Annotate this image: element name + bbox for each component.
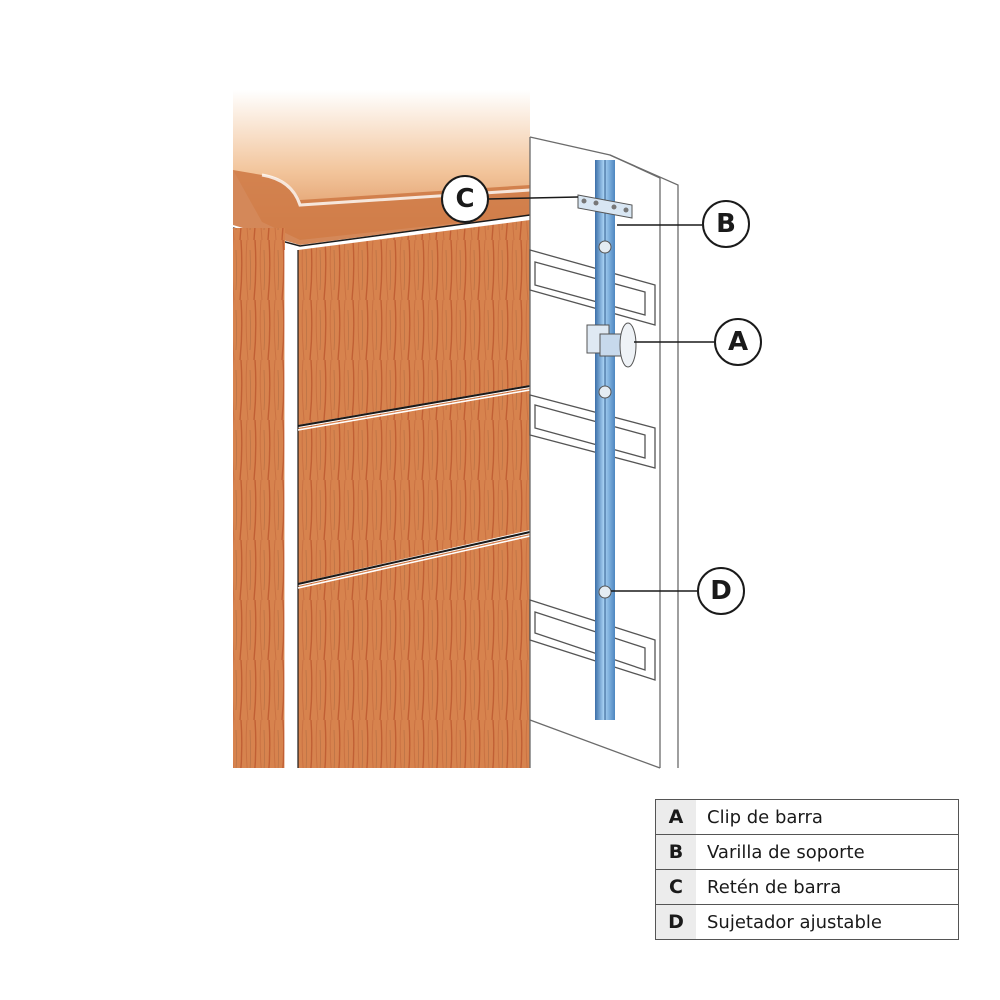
fasteners: [598, 240, 612, 599]
legend-key: D: [656, 905, 696, 939]
legend-label: Clip de barra: [707, 806, 823, 828]
callout-d: D: [697, 567, 745, 615]
cabinet-side: [233, 228, 286, 768]
legend-label: Sujetador ajustable: [707, 911, 882, 933]
cabinet-illustration: [232, 90, 714, 769]
legend-row: C Retén de barra: [656, 870, 958, 905]
drawer-fronts: [297, 220, 531, 768]
legend-row: A Clip de barra: [656, 800, 958, 835]
legend-row: B Varilla de soporte: [656, 835, 958, 870]
legend-key: A: [656, 800, 696, 834]
callout-a: A: [714, 318, 762, 366]
legend-table: A Clip de barra B Varilla de soporte C R…: [655, 799, 959, 940]
legend-key: B: [656, 835, 696, 869]
bar-retainer: [577, 194, 633, 219]
legend-key: C: [656, 870, 696, 904]
legend-label: Retén de barra: [707, 876, 842, 898]
drawer-rails: [529, 249, 656, 681]
callout-c: C: [441, 175, 489, 223]
legend-row: D Sujetador ajustable: [656, 905, 958, 939]
cabinet-top: [232, 90, 531, 247]
legend-label: Varilla de soporte: [707, 841, 865, 863]
callout-b: B: [702, 200, 750, 248]
cabinet-frame: [529, 136, 679, 769]
leader-lines: [487, 196, 714, 592]
bar-clip: [586, 322, 637, 368]
